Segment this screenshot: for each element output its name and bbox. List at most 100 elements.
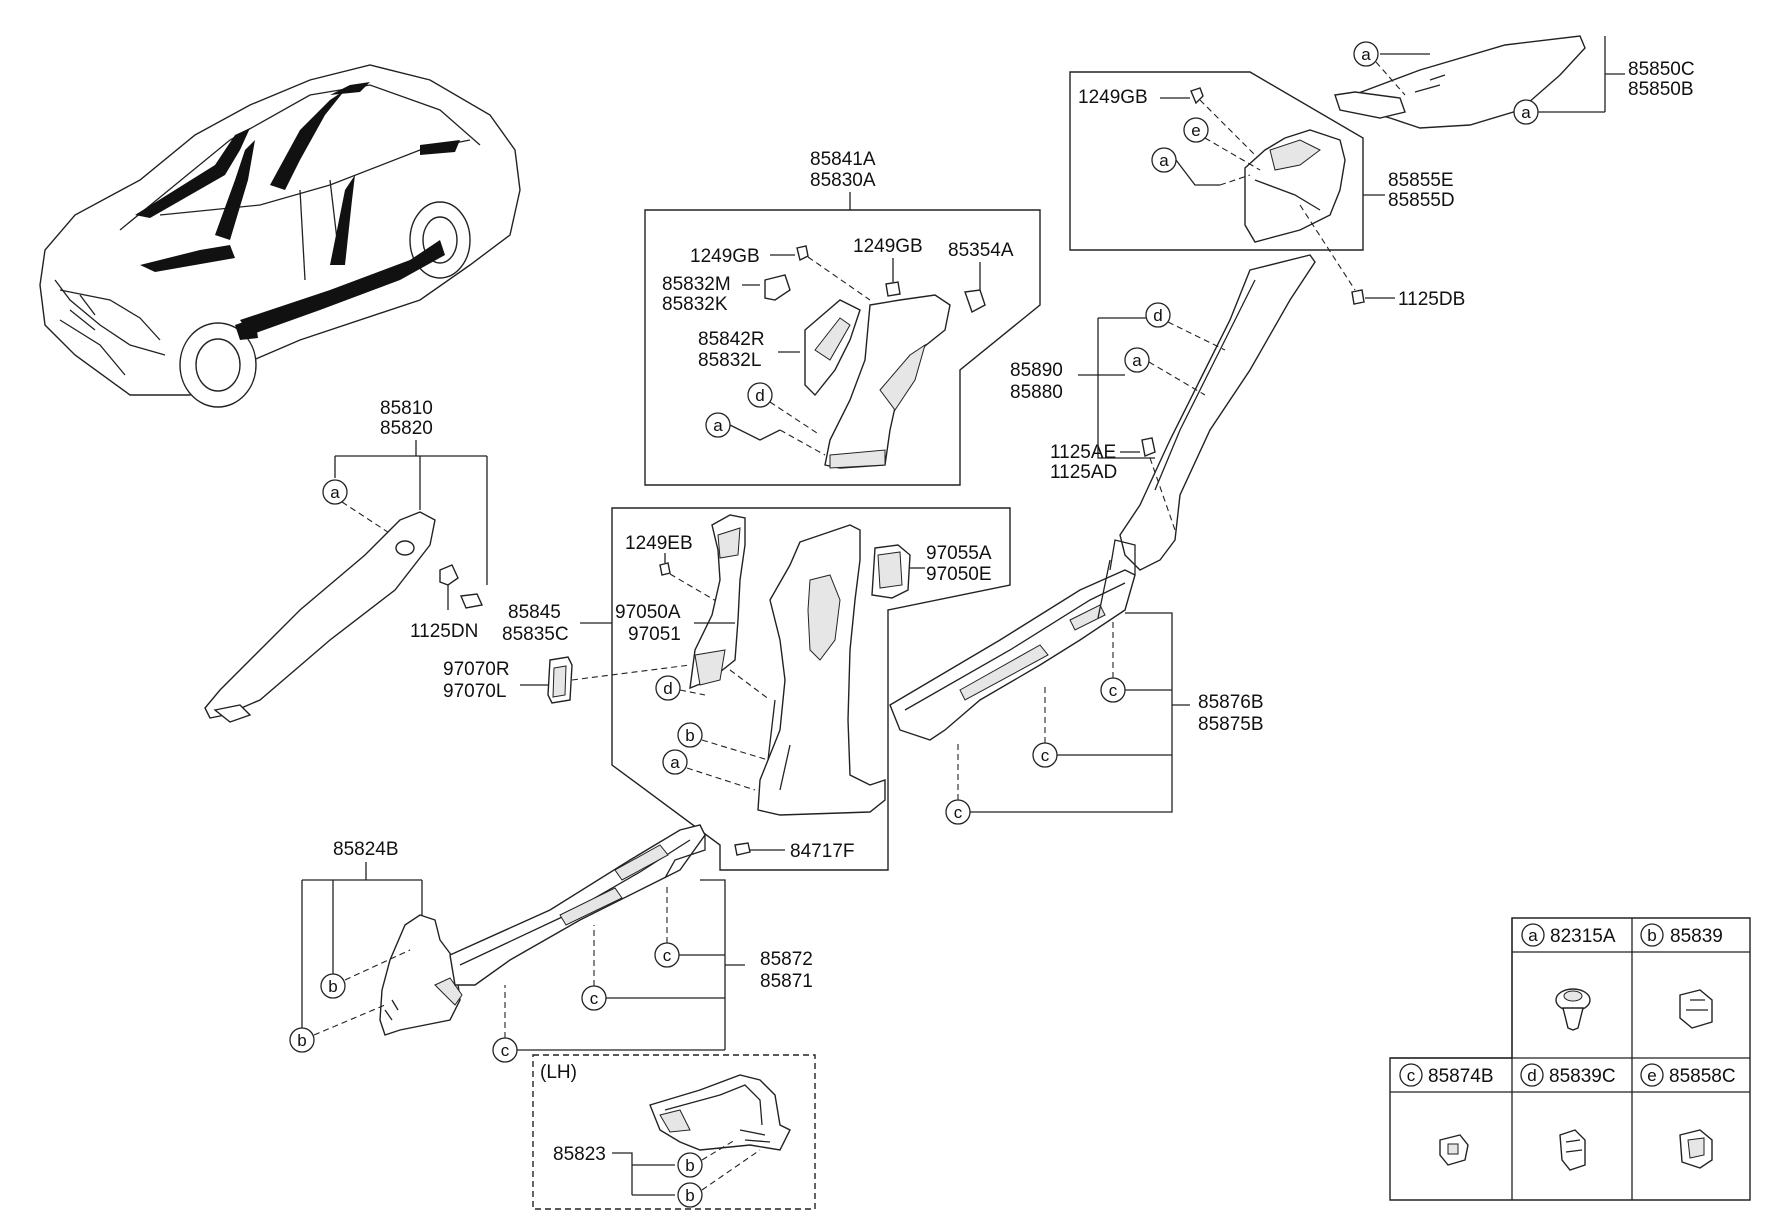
- callout-d-circle: [747, 382, 773, 408]
- group-85890: d a 85890 85880 1125AE 1125AD: [1010, 254, 1316, 571]
- callout-b-letter: b: [328, 977, 337, 996]
- label-1125DN: 1125DN: [410, 621, 478, 642]
- label-85841A: 85841A: [810, 149, 876, 170]
- callout-b-letter: b: [685, 1156, 694, 1175]
- label-97051: 97051: [628, 624, 681, 645]
- callout-a-letter: a: [330, 483, 340, 502]
- callout-b-circle: [289, 1027, 315, 1053]
- label-85875B: 85875B: [1198, 714, 1264, 735]
- legend-d-letter: d: [1527, 1066, 1536, 1085]
- part-84717F: [734, 842, 751, 856]
- callout-b-circle: [320, 973, 346, 999]
- group-85845: 1249EB 97055A 97050E 85845 85835C 97050A…: [443, 507, 1011, 871]
- legend-b-clip-icon: [1679, 989, 1713, 1029]
- label-85855D: 85855D: [1388, 190, 1455, 211]
- bolt-1125DN: [439, 564, 459, 586]
- label-85354A: 85354A: [948, 240, 1014, 261]
- label-85871: 85871: [760, 971, 813, 992]
- group-85824B: 85824B b b: [289, 839, 463, 1053]
- legend-b-part: 85839: [1670, 926, 1723, 947]
- legend-b-letter: b: [1647, 926, 1656, 945]
- label-85830A: 85830A: [810, 170, 876, 191]
- screw-1125DB: [1351, 289, 1365, 305]
- part-97050A-handle: [689, 514, 746, 690]
- legend-e-part: 85858C: [1669, 1066, 1736, 1087]
- callout-a-letter: a: [1521, 103, 1531, 122]
- part-85832M: [764, 274, 791, 301]
- callout-a-circle: [662, 749, 688, 775]
- callout-c-letter: c: [501, 1041, 510, 1060]
- callout-a-letter: a: [1159, 151, 1169, 170]
- label-85842R: 85842R: [698, 329, 765, 350]
- callout-b-circle: [677, 1152, 703, 1178]
- callout-a-circle: [1124, 347, 1150, 373]
- callout-c-letter: c: [663, 946, 672, 965]
- label-1125AE: 1125AE: [1050, 442, 1116, 463]
- label-85823: 85823: [553, 1144, 606, 1165]
- group-85841: 85841A 85830A 1249GB 1249GB 85354A 85832…: [644, 149, 1041, 486]
- callout-c-letter: c: [954, 803, 963, 822]
- label-85890: 85890: [1010, 360, 1063, 381]
- label-85850C: 85850C: [1628, 59, 1695, 80]
- callout-a-letter: a: [1361, 45, 1371, 64]
- callout-a-circle: [322, 479, 348, 505]
- callout-a-letter: a: [670, 753, 680, 772]
- callout-b-letter: b: [685, 726, 694, 745]
- screw-1249GB: [1190, 87, 1204, 105]
- label-1249GB-top: 1249GB: [1078, 87, 1148, 108]
- label-85832M: 85832M: [662, 274, 731, 295]
- label-97070R: 97070R: [443, 659, 510, 680]
- callout-e-letter: e: [1191, 121, 1200, 140]
- callout-a-circle: [1353, 41, 1379, 67]
- callout-b-circle: [677, 1182, 703, 1208]
- callout-c-letter: c: [1041, 746, 1050, 765]
- label-1249EB: 1249EB: [625, 533, 693, 554]
- label-84717F: 84717F: [790, 841, 854, 862]
- legend-a-letter: a: [1528, 926, 1538, 945]
- part-85876B-sill: [889, 569, 1136, 741]
- label-85824B: 85824B: [333, 839, 399, 860]
- callout-d-circle: [1145, 302, 1171, 328]
- group-85823-lh: (LH) 85823 b b: [532, 1054, 816, 1210]
- screw-1125AE: [1141, 437, 1156, 457]
- part-85855-trim: [1244, 129, 1346, 243]
- legend-c-clip-icon: [1439, 1134, 1469, 1166]
- callout-b-letter: b: [685, 1186, 694, 1205]
- callout-d-letter: d: [1153, 306, 1162, 325]
- label-85820: 85820: [380, 418, 433, 439]
- legend-d-clip-icon: [1559, 1129, 1586, 1171]
- label-1125DB: 1125DB: [1398, 289, 1465, 310]
- part-85845-pillar: [757, 524, 886, 816]
- group-85855: 1249GB e a 85855E 85855D 1125DB: [1069, 71, 1465, 310]
- part-85850-clip: [1334, 91, 1406, 119]
- part-85824B-trim: [379, 914, 461, 1036]
- callout-e-circle: [1183, 117, 1209, 143]
- part-85354A: [964, 289, 986, 314]
- clip-85820: [459, 593, 484, 609]
- callout-a-letter: a: [713, 416, 723, 435]
- callout-c-letter: c: [1109, 681, 1118, 700]
- callout-c-letter: c: [590, 989, 599, 1008]
- part-85823: [649, 1074, 791, 1151]
- callout-d-letter: d: [755, 386, 764, 405]
- label-85855E: 85855E: [1388, 170, 1454, 191]
- label-97050A: 97050A: [615, 602, 681, 623]
- vehicle-overview-illustration: [39, 64, 521, 408]
- label-85876B: 85876B: [1198, 692, 1264, 713]
- legend-a-clip-icon: [1555, 988, 1591, 1031]
- label-lh: (LH): [540, 1062, 577, 1083]
- label-85832K: 85832K: [662, 294, 728, 315]
- group-85850: a a 85850C 85850B: [1334, 35, 1695, 129]
- callout-d-circle: [655, 675, 681, 701]
- callout-b-letter: b: [297, 1031, 306, 1050]
- fastener-legend-table: a 82315A b 85839 c 85874B d 85839C: [1389, 917, 1751, 1201]
- label-97070L: 97070L: [443, 681, 506, 702]
- label-85810: 85810: [380, 398, 433, 419]
- label-85845: 85845: [508, 602, 561, 623]
- label-85835C: 85835C: [502, 624, 569, 645]
- label-1125AD: 1125AD: [1050, 462, 1117, 483]
- label-97050E: 97050E: [926, 564, 992, 585]
- part-85890-pillar: [1119, 254, 1316, 571]
- group-85872: c c c 85872 85871: [449, 824, 813, 1063]
